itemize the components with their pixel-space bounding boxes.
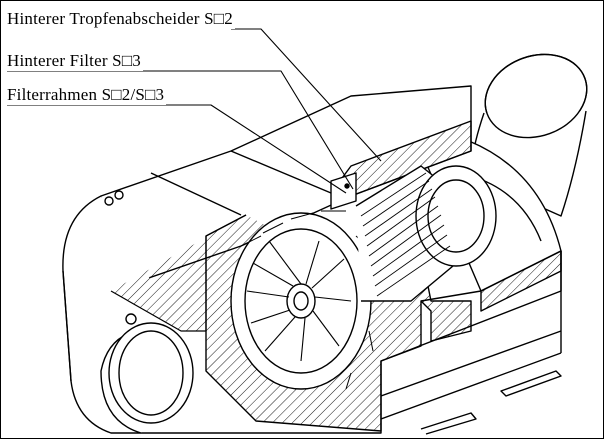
label-rear-droplet-separator: Hinterer Tropfenabscheider S□2 <box>5 9 235 29</box>
leader-lines <box>7 28 382 194</box>
outlet-elbow-duct <box>470 53 588 217</box>
label-filter-frame: Filterrahmen S□2/S□3 <box>5 85 167 105</box>
label-rear-filter: Hinterer Filter S□3 <box>5 51 143 71</box>
motor <box>355 165 497 302</box>
